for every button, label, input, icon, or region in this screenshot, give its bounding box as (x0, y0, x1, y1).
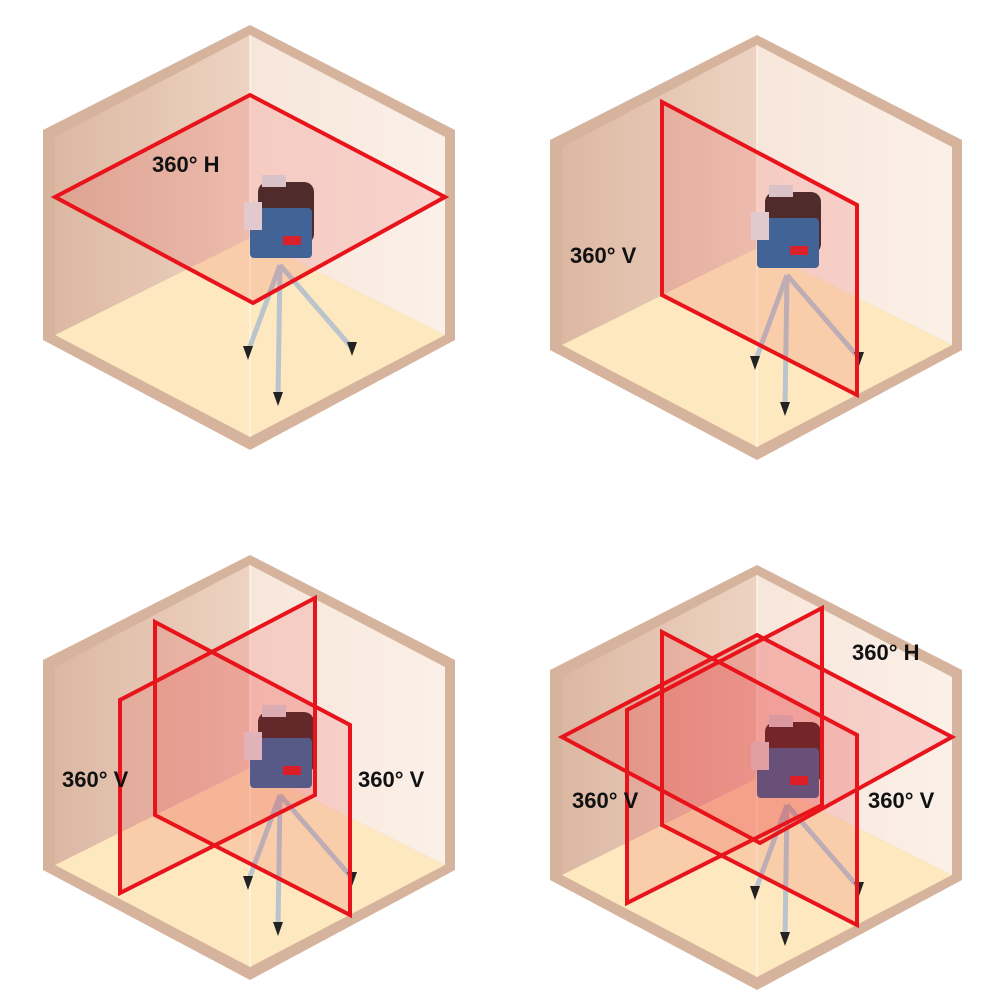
plane-label: 360° V (62, 767, 129, 792)
laser-plane (50, 92, 450, 306)
laser-plane (557, 632, 957, 846)
laser-level-tool (244, 705, 314, 788)
plane-label: 360° V (358, 767, 425, 792)
laser-plane (118, 594, 317, 897)
room-panel-vertical: 360° V (550, 35, 962, 460)
right-wall (757, 575, 952, 875)
laser-plane (153, 618, 352, 919)
laser-level-tool (244, 175, 314, 258)
plane-label: 360° H (152, 152, 220, 177)
plane-label: 360° V (868, 788, 935, 813)
tripod (243, 263, 357, 406)
laser-level-tool (751, 715, 821, 798)
laser-level-tool (751, 185, 821, 268)
room-panel-two-vertical: 360° V 360° V (43, 555, 455, 980)
right-wall (757, 45, 952, 345)
room-panel-horizontal: 360° H (43, 25, 455, 450)
room-panel-three-plane: 360° H 360° V 360° V (550, 565, 962, 990)
laser-plane (660, 98, 859, 399)
right-wall (250, 565, 445, 865)
laser-plane (625, 604, 824, 907)
plane-label: 360° H (852, 640, 920, 665)
plane-label: 360° V (572, 788, 639, 813)
left-wall (55, 565, 250, 865)
left-wall (55, 35, 250, 335)
plane-label: 360° V (570, 243, 637, 268)
right-wall (250, 35, 445, 335)
left-wall (562, 575, 757, 875)
left-wall (562, 45, 757, 345)
laser-plane (660, 628, 859, 929)
